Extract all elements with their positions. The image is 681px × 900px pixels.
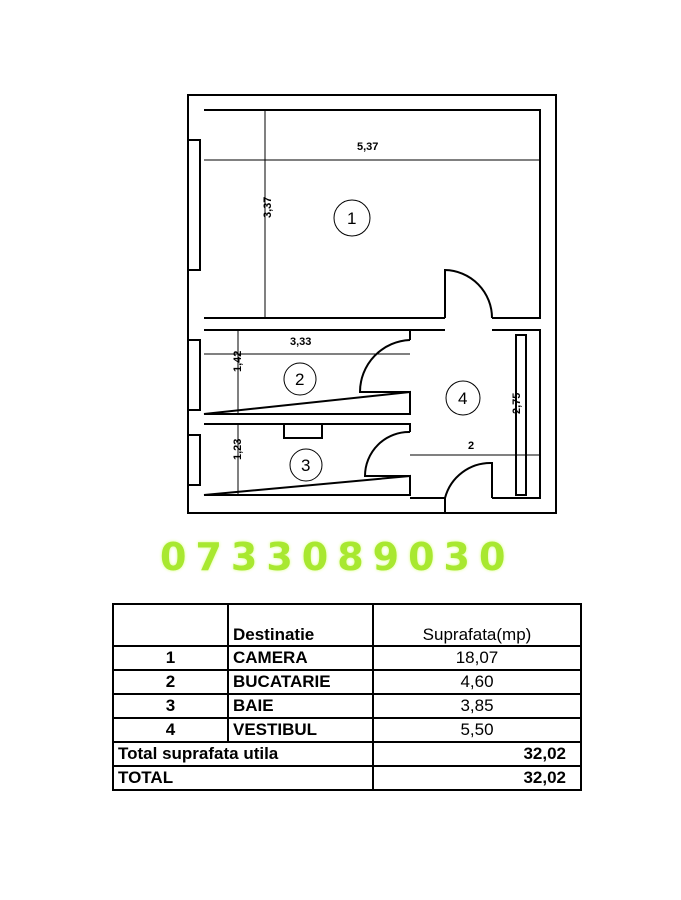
table-row: 4 VESTIBUL 5,50 [112,717,582,743]
door-room-1 [444,268,493,319]
total-useful-row: Total suprafata utila 32,02 [112,741,582,767]
window-room-4 [515,334,527,496]
dim-room2-width: 3,33 [290,336,311,348]
row-area: 5,50 [372,717,582,743]
room-3-marker [289,448,323,482]
door-room-2 [358,339,411,393]
dim-room1-height: 3,37 [262,197,274,218]
total-label: TOTAL [112,765,374,791]
total-useful-value: 32,02 [372,741,582,767]
row-name: BUCATARIE [227,669,374,695]
dim-room4-height: 2,75 [511,393,523,414]
table-header-row: Destinatie Suprafata(mp) [112,603,582,647]
room-4-marker [445,380,481,416]
door-room-3 [363,430,411,477]
room-1-wall [204,109,541,319]
door-room-4 [444,461,493,512]
row-area: 18,07 [372,645,582,671]
row-area: 4,60 [372,669,582,695]
floor-plan: 5,37 3,37 3,33 1,42 1,23 2,75 2 1 2 3 4 [187,94,557,514]
room-3-number: 3 [301,456,310,475]
room-1-marker [333,199,371,237]
row-index: 1 [112,645,229,671]
room-2-number: 2 [295,370,304,389]
row-index: 2 [112,669,229,695]
row-name: CAMERA [227,645,374,671]
total-row: TOTAL 32,02 [112,765,582,791]
room-2-marker [283,362,317,396]
room-3-wall [203,423,411,496]
phone-number: 0733089030 [160,535,515,579]
window-room-3 [187,434,201,486]
dim-room3-height: 1,23 [232,439,244,460]
area-table: Destinatie Suprafata(mp) 1 CAMERA 18,07 … [112,603,582,791]
row-name: BAIE [227,693,374,719]
table-row: 3 BAIE 3,85 [112,693,582,719]
row-name: VESTIBUL [227,717,374,743]
room-4-wall [410,329,541,499]
row-area: 3,85 [372,693,582,719]
dim-room2-height: 1,42 [232,351,244,372]
header-area: Suprafata(mp) [372,603,582,647]
row-index: 3 [112,693,229,719]
window-room-1 [187,139,201,271]
niche [283,424,323,439]
total-value: 32,02 [372,765,582,791]
header-destination: Destinatie [227,603,374,647]
dim-room1-width: 5,37 [357,141,378,153]
row-index: 4 [112,717,229,743]
table-row: 2 BUCATARIE 4,60 [112,669,582,695]
dim-room4-width: 2 [468,440,474,452]
room-1-number: 1 [347,209,356,228]
total-useful-label: Total suprafata utila [112,741,374,767]
window-room-2 [187,339,201,411]
header-empty-cell [112,603,229,647]
room-4-number: 4 [458,389,467,408]
table-row: 1 CAMERA 18,07 [112,645,582,671]
